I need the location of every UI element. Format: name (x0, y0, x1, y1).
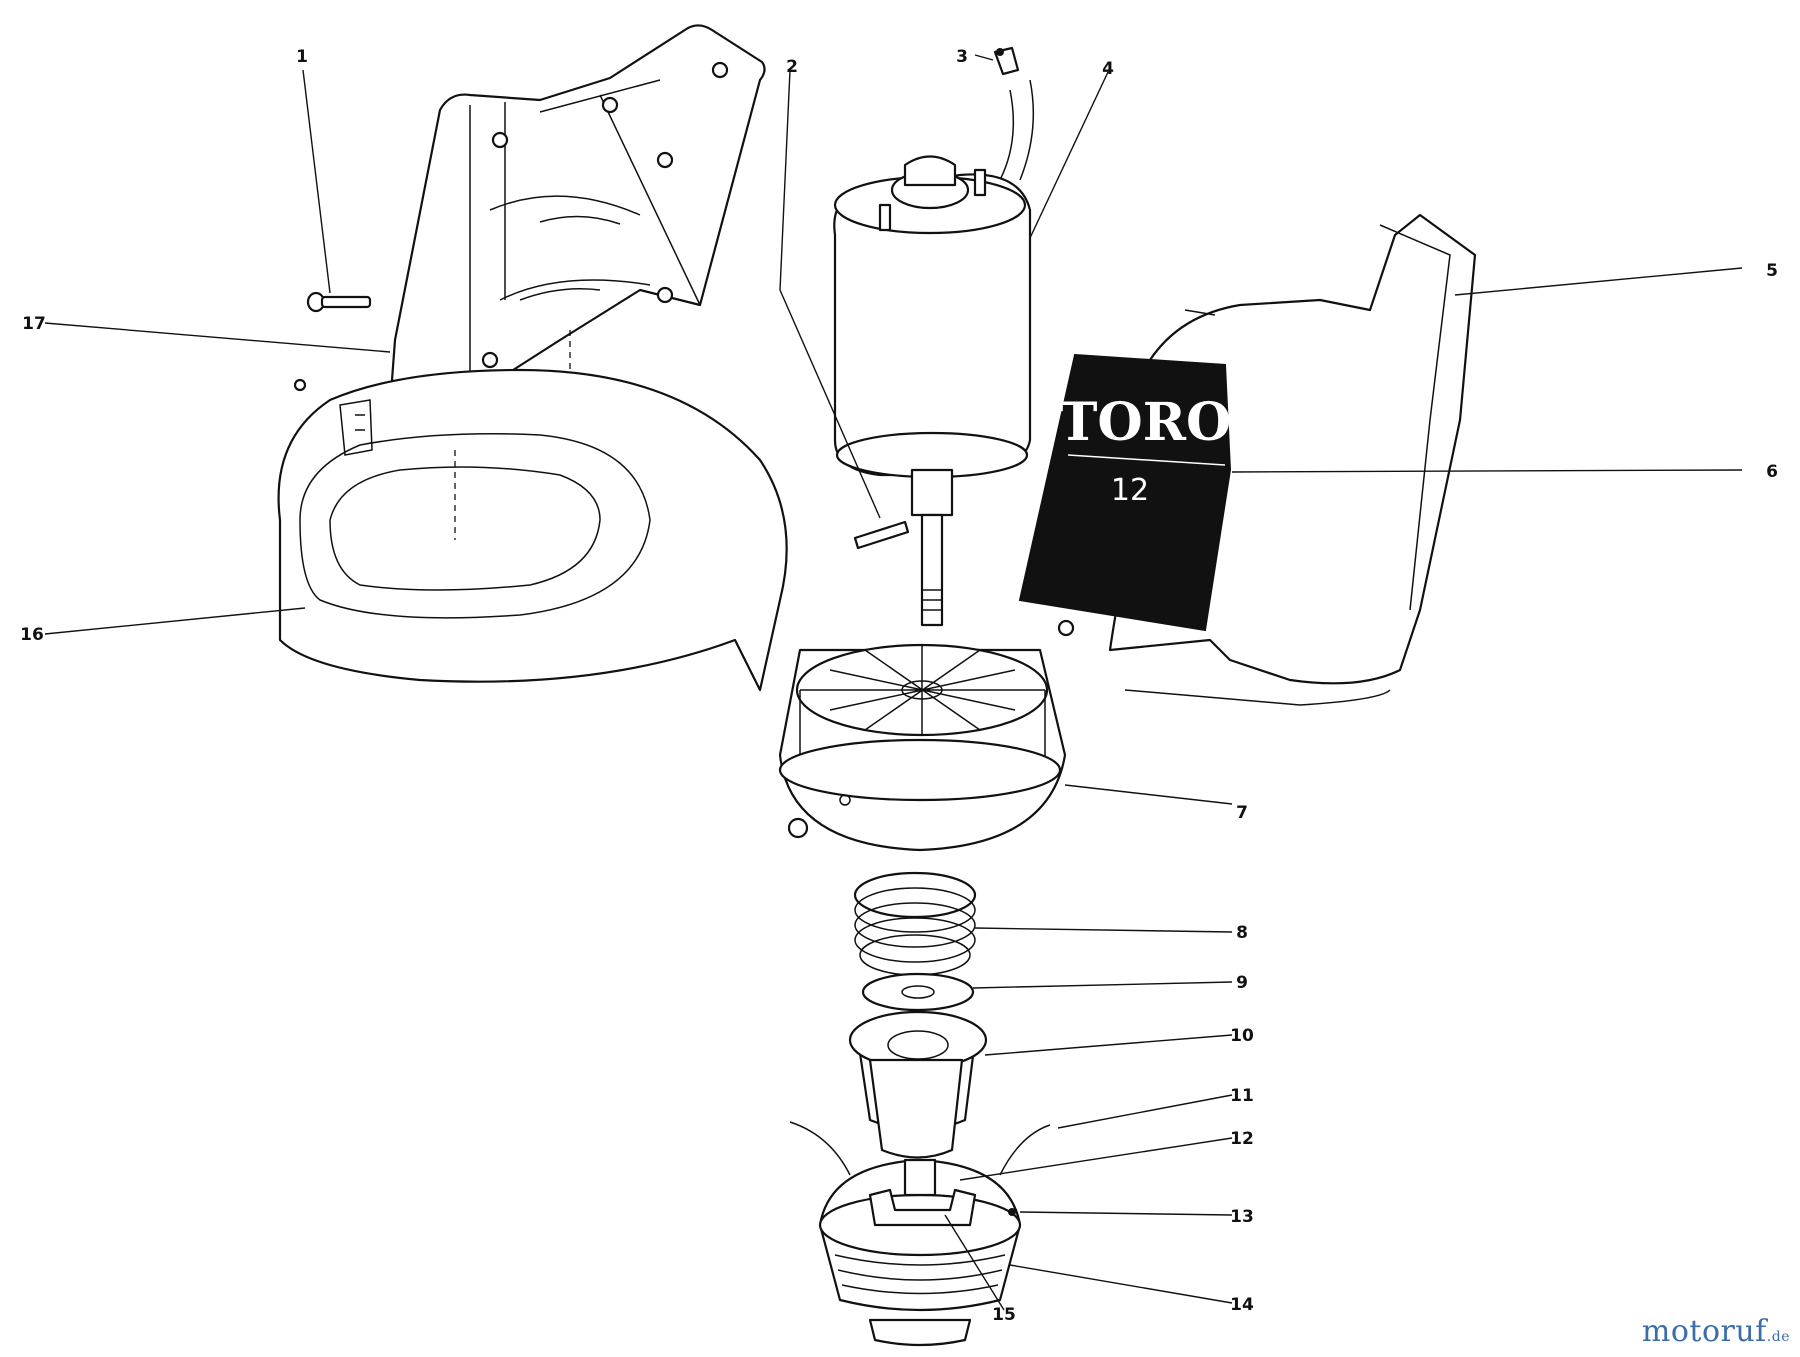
callout-1: 1 (296, 47, 308, 67)
callout-11: 11 (1230, 1086, 1254, 1106)
callout-16: 16 (20, 625, 44, 645)
callout-7: 7 (1236, 803, 1248, 823)
lower-housing-part-16 (277, 368, 788, 692)
decal-part-6: TORO 12 (1018, 353, 1232, 632)
spring-part-8 (853, 871, 977, 976)
watermark-suffix: .de (1766, 1329, 1790, 1345)
callout-3: 3 (956, 47, 968, 67)
callout-8: 8 (1236, 923, 1248, 943)
spool-hub-part-10 (848, 1010, 988, 1159)
callout-5: 5 (1766, 261, 1778, 281)
fan-part-7 (778, 619, 1075, 852)
upper-housing-part-17 (390, 24, 766, 440)
screw-part-1 (306, 291, 372, 313)
washer-part-9 (861, 972, 975, 1012)
callout-2: 2 (786, 57, 798, 77)
callout-10: 10 (1230, 1026, 1254, 1046)
callout-17: 17 (22, 314, 46, 334)
callout-leaders (44, 54, 1743, 1311)
site-watermark: motoruf.de (1642, 1314, 1790, 1349)
callout-13: 13 (1230, 1207, 1254, 1227)
pin-part-2 (853, 520, 910, 550)
wire-connector-part-3 (993, 46, 1020, 76)
callout-labels: 1 2 3 4 5 6 7 8 9 10 11 12 13 14 15 16 1… (20, 47, 1778, 1325)
callout-14: 14 (1230, 1295, 1254, 1315)
callout-15: 15 (992, 1305, 1016, 1325)
callout-4: 4 (1102, 59, 1114, 79)
spool-assembly-parts-11-15 (789, 1121, 1051, 1347)
callout-6: 6 (1766, 462, 1778, 482)
callout-9: 9 (1236, 973, 1248, 993)
motor-part-4 (833, 79, 1035, 627)
decal-brand-text: TORO (1059, 392, 1232, 453)
watermark-main: motoruf (1641, 1314, 1767, 1349)
decal-model-text: 12 (1111, 473, 1149, 508)
callout-12: 12 (1230, 1129, 1254, 1149)
